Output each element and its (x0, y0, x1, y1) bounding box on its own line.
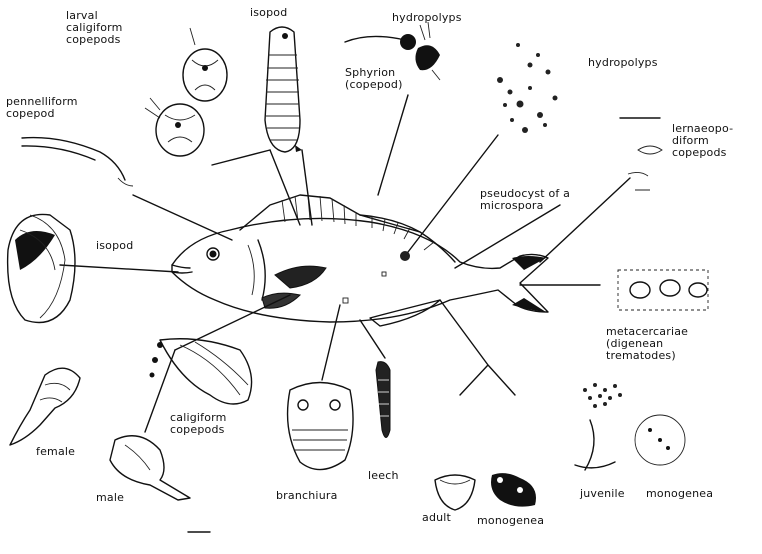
label-hydropolyps-right: hydropolyps (588, 56, 658, 69)
isopod-top-illustration (264, 26, 302, 153)
label-sphyrion: Sphyrion (copepod) (345, 66, 403, 91)
pennelliform-copepod-illustration (21, 136, 134, 187)
label-isopod-top: isopod (250, 6, 288, 19)
label-larval-caligiform-copepods: larval caligiform copepods (66, 9, 123, 46)
label-adult: adult (422, 511, 452, 524)
lernaeopodiform-copepods-illustration (619, 117, 663, 191)
label-hydropolyps-top: hydropolyps (392, 11, 462, 24)
label-juvenile: juvenile (580, 487, 625, 500)
label-metacercariae: metacercariae (digenean trematodes) (606, 325, 689, 362)
pointer-lines (59, 94, 631, 433)
leech-illustration (375, 361, 391, 438)
branchiura-illustration (286, 381, 354, 471)
label-branchiura: branchiura (276, 489, 338, 502)
label-male: male (96, 491, 125, 504)
isopod-left-illustration (6, 213, 76, 324)
male-copepod-illustration (109, 435, 191, 501)
label-pennelliform-copepod: pennelliform copepod (6, 95, 78, 120)
label-monogenea-bottom: monogenea (477, 514, 545, 527)
adult-monogenea-illustration (434, 474, 476, 511)
hydropolyps-right-illustration (497, 43, 558, 133)
larval-caligiform-copepods-illustration (144, 27, 228, 157)
label-isopod-left: isopod (96, 239, 134, 252)
label-monogenea-right: monogenea (646, 487, 714, 500)
monogenea-bottom-illustration (491, 473, 536, 507)
label-leech: leech (368, 469, 399, 482)
label-caligiform-copepods: caligiform copepods (170, 411, 227, 436)
caligiform-copepods-illustration (149, 338, 253, 405)
female-copepod-illustration (9, 367, 81, 446)
fish-host (171, 194, 549, 327)
label-female: female (36, 445, 76, 458)
metacercariae-illustration (617, 269, 709, 311)
juvenile-monogenea-illustration (574, 383, 686, 471)
label-pseudocyst: pseudocyst of a microspora (480, 187, 571, 212)
label-lernaeopodiform-copepods: lernaeopo- diform copepods (672, 122, 734, 159)
hydropolyps-top-illustration (344, 21, 441, 81)
